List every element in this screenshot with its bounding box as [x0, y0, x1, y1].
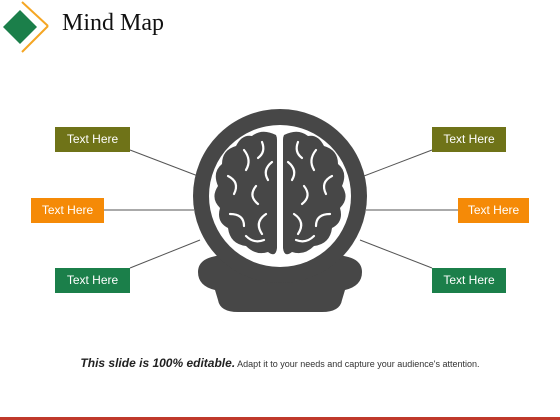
node-left-middle[interactable]: Text Here	[31, 198, 104, 223]
node-left-top[interactable]: Text Here	[55, 127, 130, 152]
connector-right-top	[363, 149, 433, 177]
page-title: Mind Map	[62, 10, 164, 36]
node-right-top[interactable]: Text Here	[432, 127, 506, 152]
connector-right-bottom	[359, 239, 433, 269]
bottom-divider	[0, 417, 560, 420]
brain-head-icon	[193, 109, 367, 312]
footer-emphasis: This slide is 100% editable.	[80, 356, 236, 370]
connector-left-bottom	[129, 239, 201, 269]
node-left-bottom[interactable]: Text Here	[55, 268, 130, 293]
connector-lines	[104, 149, 458, 269]
diamond-logo-icon	[3, 1, 49, 53]
node-right-middle[interactable]: Text Here	[458, 198, 529, 223]
node-right-bottom[interactable]: Text Here	[432, 268, 506, 293]
footer-caption: This slide is 100% editable. Adapt it to…	[0, 356, 560, 370]
connector-left-top	[129, 149, 199, 177]
footer-text: Adapt it to your needs and capture your …	[237, 359, 480, 369]
